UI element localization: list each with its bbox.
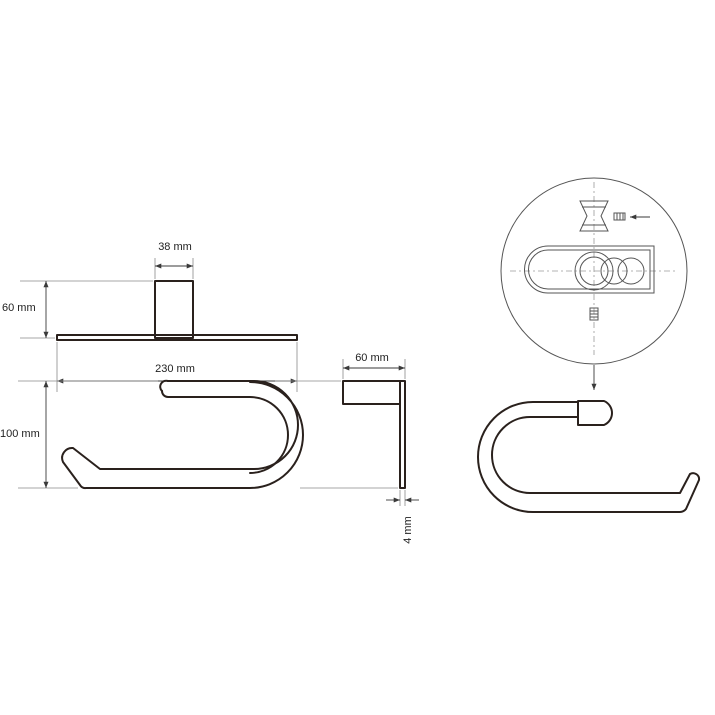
side-view: 60 mm 4 mm xyxy=(275,352,419,544)
mounting-post xyxy=(154,280,194,339)
hook-height-label: 100 mm xyxy=(0,428,40,440)
iso-hook-outline xyxy=(477,401,701,513)
isometric-view xyxy=(477,400,701,513)
side-plate xyxy=(399,380,406,489)
iso-cap xyxy=(577,400,613,426)
thickness-label: 4 mm xyxy=(402,516,414,544)
set-screw-bottom-icon xyxy=(589,307,599,321)
base-length-label: 230 mm xyxy=(155,363,195,375)
hook-outline xyxy=(61,379,304,490)
top-view: 38 mm 60 mm xyxy=(2,241,298,341)
base-slot xyxy=(524,245,655,294)
post-height-label: 60 mm xyxy=(2,302,36,314)
set-screw-icon xyxy=(613,212,626,221)
post-width-label: 38 mm xyxy=(158,241,192,253)
base-plate-top xyxy=(56,334,298,341)
detail-view xyxy=(500,177,688,390)
side-arm xyxy=(342,380,401,405)
front-view: 230 mm 100 mm xyxy=(0,342,398,490)
spool-part xyxy=(579,200,609,232)
detail-circle xyxy=(500,177,688,365)
side-depth-label: 60 mm xyxy=(355,352,389,364)
